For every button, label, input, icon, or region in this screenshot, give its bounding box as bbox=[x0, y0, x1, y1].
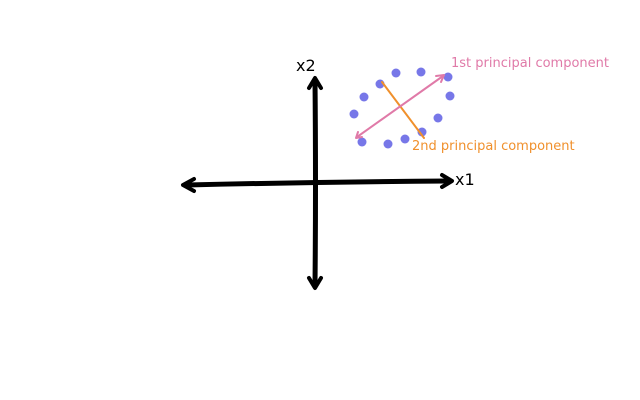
data-point bbox=[349, 109, 359, 119]
data-point bbox=[445, 91, 455, 101]
second-component-line bbox=[381, 81, 425, 139]
data-point bbox=[417, 127, 427, 137]
data-points bbox=[349, 67, 455, 149]
data-point bbox=[433, 113, 443, 123]
data-point bbox=[359, 92, 369, 102]
y-axis-arrowhead-bottom bbox=[307, 276, 323, 290]
data-point bbox=[357, 137, 367, 147]
first-component-label: 1st principal component bbox=[451, 56, 609, 71]
y-axis-line bbox=[312, 77, 318, 288]
data-point bbox=[391, 68, 401, 78]
first-principal-component bbox=[355, 74, 445, 139]
data-point bbox=[400, 134, 410, 144]
second-principal-component bbox=[381, 81, 425, 139]
x-axis-label: x1 bbox=[455, 170, 475, 189]
y-axis-arrowhead-top bbox=[307, 76, 323, 90]
second-component-label: 2nd principal component bbox=[412, 139, 575, 154]
data-point bbox=[416, 67, 426, 77]
first-component-line bbox=[356, 75, 444, 138]
x-axis-arrowhead-left bbox=[181, 177, 196, 193]
y-axis bbox=[307, 76, 323, 290]
data-point bbox=[383, 139, 393, 149]
first-component-tail bbox=[355, 131, 363, 139]
y-axis-label: x2 bbox=[296, 56, 316, 75]
first-component-arrowhead bbox=[435, 74, 445, 83]
x-axis-arrowhead-right bbox=[440, 173, 454, 189]
data-point bbox=[443, 72, 453, 82]
